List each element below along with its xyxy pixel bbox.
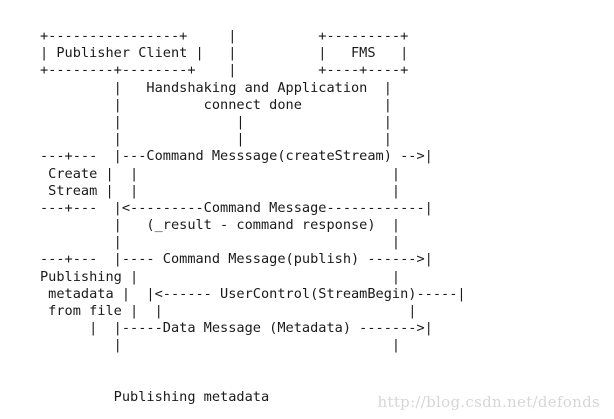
diagram-line: metadata | |<------ UserControl(StreamBe… <box>40 285 466 302</box>
diagram-line: | connect done | <box>40 96 392 113</box>
diagram-line: Publishing | | <box>40 268 401 285</box>
diagram-line: Stream | | | <box>40 182 401 199</box>
diagram-line: from file | | | <box>40 303 417 319</box>
diagram-line: +----------------+ | +---------+ <box>40 28 409 44</box>
diagram-line: | | <box>40 337 401 354</box>
diagram-caption: Publishing metadata <box>40 388 270 405</box>
diagram-line: | (_result - command response) | <box>40 217 401 234</box>
diagram-line: ---+--- |---Command Messsage(createStrea… <box>40 148 433 165</box>
diagram-line <box>40 355 466 372</box>
diagram-line: ---+--- |---- Command Message(publish) -… <box>40 251 433 268</box>
diagram-line: | Publisher Client | | | FMS | <box>40 45 409 62</box>
diagram-line: | | <box>40 234 401 251</box>
diagram-line: | | | <box>40 131 392 148</box>
diagram-line: | |-----Data Message (Metadata) ------->… <box>40 320 433 337</box>
diagram-line: | | | <box>40 113 392 130</box>
diagram-line: | Handshaking and Application | <box>40 79 392 96</box>
diagram-line: ---+--- |<---------Command Message------… <box>40 199 433 216</box>
ascii-sequence-diagram: +----------------+ | +---------+| Publis… <box>40 28 466 406</box>
diagram-line: +--------+--------+ | +----+----+ <box>40 62 409 79</box>
diagram-line: Create | | | <box>40 165 401 182</box>
watermark-url: http://blog.csdn.net/defonds <box>377 393 600 411</box>
diagram-line <box>40 372 466 389</box>
